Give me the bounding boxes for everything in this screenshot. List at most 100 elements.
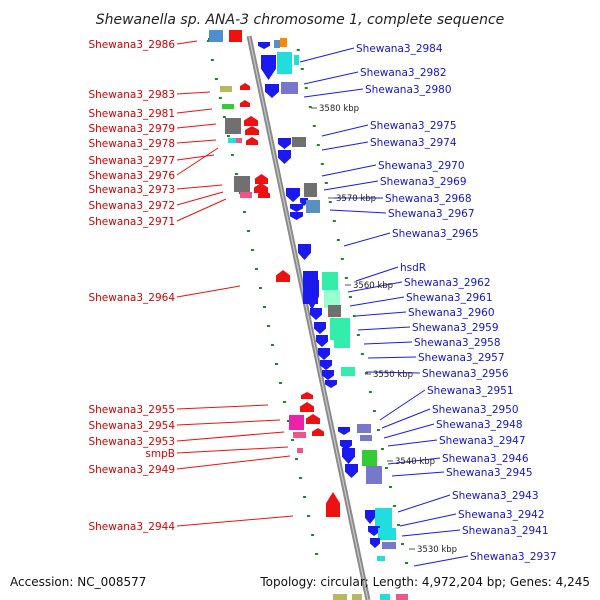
reverse-gene-arrow [318, 348, 330, 360]
forward-gene-arrow [240, 100, 250, 107]
gene-label-left: Shewana3_2983 [88, 89, 175, 101]
cog-dot-left [266, 325, 270, 327]
cog-dot-right [400, 543, 404, 545]
cog-dot-left [307, 515, 311, 517]
gene-label-left: Shewana3_2976 [88, 170, 175, 182]
forward-gene-arrow [300, 402, 314, 412]
gene-block [341, 367, 355, 376]
cog-dot-right [324, 182, 328, 184]
gene-block [352, 594, 362, 600]
leader-line-left [176, 431, 285, 442]
gene-block [289, 415, 304, 430]
cog-dot-right [380, 448, 384, 450]
leader-line-right [349, 296, 405, 307]
leader-line-left [176, 108, 213, 114]
cog-dot-right [388, 486, 392, 488]
gene-block [240, 192, 252, 198]
gene-label-left: smpB [145, 448, 175, 460]
leader-line-left [176, 404, 269, 410]
gene-label-left: Shewana3_2949 [88, 464, 175, 476]
forward-gene-arrow [326, 492, 340, 517]
cog-dot-right [332, 220, 336, 222]
gene-block [377, 556, 385, 561]
gene-label-right: Shewana3_2957 [418, 352, 505, 364]
cog-dot-left [291, 439, 295, 441]
forward-gene-arrow [312, 428, 324, 436]
cog-dot-left [222, 116, 226, 118]
leader-line-right [299, 47, 355, 63]
gene-label-right: Shewana3_2974 [370, 137, 457, 149]
leader-line-left [176, 184, 223, 190]
gene-block [274, 40, 280, 48]
cog-dot-right [340, 258, 344, 260]
reverse-gene-arrow [345, 464, 358, 478]
reverse-gene-arrow [305, 280, 319, 310]
accession-text: Accession: NC_008577 [10, 575, 147, 589]
gene-block [396, 594, 408, 600]
gene-label-right: hsdR [400, 262, 426, 274]
cog-dot-right [396, 524, 400, 526]
gene-label-right: Shewana3_2948 [436, 419, 523, 431]
cog-dot-left [242, 211, 246, 213]
gene-label-left: Shewana3_2977 [88, 155, 175, 167]
cog-dot-left [254, 268, 258, 270]
reverse-gene-arrow [258, 42, 270, 49]
cog-dot-right [336, 239, 340, 241]
reverse-gene-arrow [368, 526, 380, 536]
reverse-gene-arrow [322, 370, 334, 380]
reverse-gene-arrow [290, 212, 303, 220]
leader-line-right [355, 266, 399, 282]
gene-block [378, 528, 396, 540]
gene-label-right: Shewana3_2969 [380, 176, 467, 188]
reverse-gene-arrow [316, 335, 328, 347]
cog-dot-right [328, 201, 332, 203]
reverse-gene-arrow [265, 84, 279, 98]
forward-gene-arrow [301, 392, 313, 399]
reverse-gene-arrow [340, 440, 352, 450]
gene-label-right: Shewana3_2961 [406, 292, 493, 304]
leader-line-right [323, 180, 379, 191]
reverse-gene-arrow [342, 448, 355, 464]
gene-label-left: Shewana3_2973 [88, 184, 175, 196]
leader-line-right [413, 555, 469, 567]
gene-label-right: Shewana3_2946 [442, 453, 529, 465]
leader-line-right [381, 408, 431, 429]
gene-block [225, 118, 241, 134]
forward-gene-arrow [276, 270, 290, 282]
cog-dot-right [352, 315, 356, 317]
reverse-gene-arrow [278, 150, 291, 164]
label-leaders [176, 40, 469, 567]
cog-dot-left [234, 173, 238, 175]
leader-line-right [397, 494, 451, 513]
gene-block [222, 104, 234, 109]
gene-label-right: Shewana3_2937 [470, 551, 557, 563]
cog-dot-left [230, 154, 234, 156]
cog-dot-left [283, 401, 287, 403]
leader-line-left [176, 91, 211, 95]
leader-line-right [347, 281, 403, 293]
gene-label-right: Shewana3_2943 [452, 490, 539, 502]
cog-dot-left [274, 363, 278, 365]
leader-line-left [176, 455, 291, 470]
leader-line-left [176, 191, 224, 206]
gene-label-right: Shewana3_2962 [404, 277, 491, 289]
gene-block [306, 200, 320, 213]
cog-dot-right [316, 144, 320, 146]
leader-line-left [176, 139, 217, 144]
gene-block [281, 82, 298, 94]
scale-label: 3570 kbp [336, 194, 376, 204]
reverse-gene-arrow [338, 427, 350, 435]
cog-dot-left [246, 230, 250, 232]
cog-dot-right [300, 68, 304, 70]
reverse-gene-arrow [320, 360, 332, 370]
gene-block [382, 542, 396, 549]
gene-block [293, 432, 306, 438]
gene-block [362, 450, 377, 466]
leader-line-right [357, 326, 411, 331]
gene-block [294, 55, 299, 65]
gene-label-left: Shewana3_2944 [88, 521, 175, 533]
scale-label: 3550 kbp [373, 370, 413, 380]
leader-line-right [329, 209, 387, 214]
